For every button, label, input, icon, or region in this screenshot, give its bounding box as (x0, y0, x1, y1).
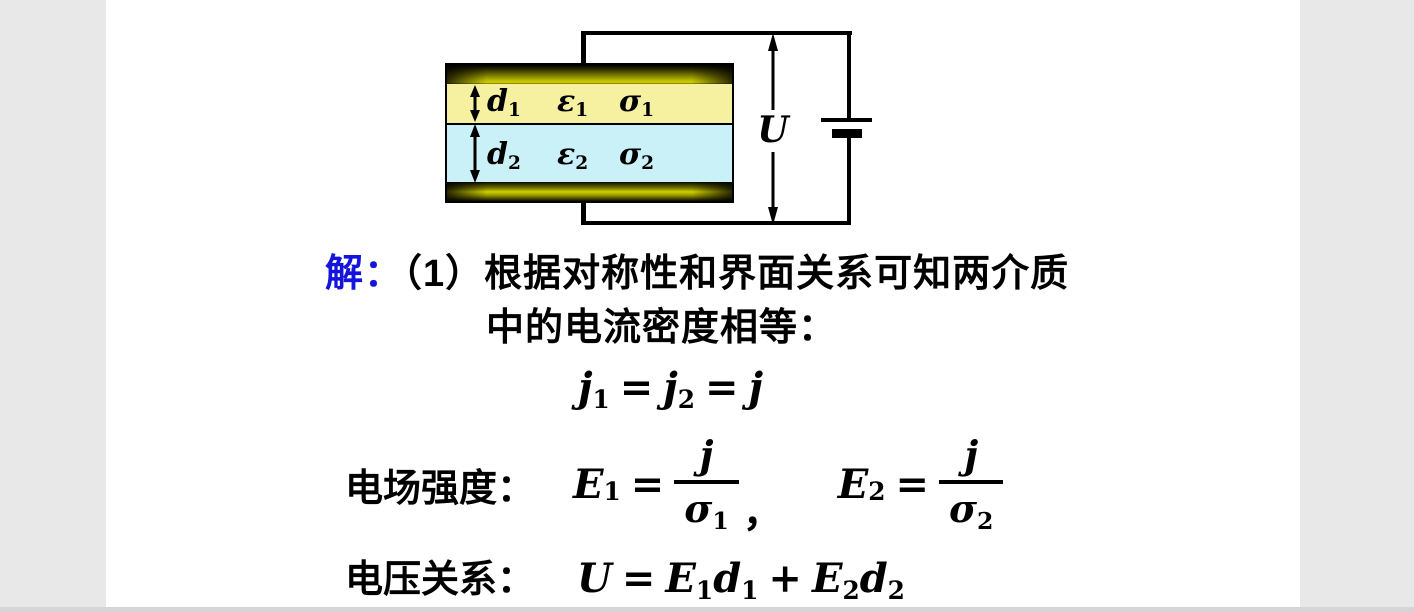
equals-sign: = (619, 364, 654, 411)
solution-text-2: 中的电流密度相等： (486, 307, 838, 349)
d2-thickness-arrow-icon (470, 124, 480, 183)
label-sigma2: σ2 (619, 137, 655, 175)
voltage-span-arrow-icon (768, 33, 778, 225)
sub-2: 2 (868, 476, 886, 506)
dielectric-layer-1 (447, 84, 732, 123)
plus-sign: + (768, 555, 802, 602)
numerator-j: j (699, 432, 714, 477)
var-j2: j (663, 364, 678, 411)
sub-2: 2 (887, 575, 905, 605)
var-sigma: σ (949, 486, 978, 531)
capacitor-bottom-plate (447, 182, 732, 201)
wire-bottom-stub (581, 203, 586, 221)
d1-thickness-arrow-icon (470, 85, 480, 122)
wire-top (581, 31, 852, 35)
sub-1: 1 (741, 575, 759, 605)
step-number: （1） (403, 253, 485, 295)
fraction-j-over-sigma2: j σ2 (939, 432, 1004, 537)
sub-2: 2 (677, 384, 696, 414)
capacitor-box (445, 63, 734, 203)
numerator-j: j (964, 432, 979, 477)
equation-voltage: U=E1d1+E2d2 (577, 555, 905, 605)
var-sigma: σ (684, 486, 713, 531)
sub-2: 2 (977, 506, 994, 535)
field-strength-label: 电场强度： (345, 468, 536, 510)
var-d2: d (859, 555, 888, 602)
comma-separator: ， (742, 488, 783, 536)
denominator-sigma2: σ2 (939, 486, 1003, 537)
fraction-j-over-sigma1: j σ1 (674, 432, 739, 537)
var-E2: E (811, 555, 843, 602)
equals-sign: = (895, 461, 929, 508)
label-epsilon1: ε1 (557, 84, 589, 122)
sub-1: 1 (695, 575, 714, 605)
equals-sign: = (630, 461, 665, 508)
solution-line-2: 中的电流密度相等： (486, 306, 837, 350)
fraction-bar (674, 480, 739, 484)
solution-line-1: 解：（1）根据对称性和界面关系可知两介质 (325, 252, 1069, 296)
var-E1: E (573, 461, 604, 508)
var-E1: E (665, 555, 696, 602)
fraction-bar (939, 480, 1004, 484)
wire-top-stub (581, 33, 586, 64)
voltage-relation-label: 电压关系： (345, 559, 536, 601)
wire-right-lower (847, 138, 851, 225)
var-E2: E (837, 461, 869, 508)
label-voltage-u: U (757, 109, 789, 151)
label-sigma1: σ1 (619, 84, 655, 122)
var-j1: j (578, 364, 593, 411)
wire-right-upper (847, 31, 851, 121)
sub-1: 1 (603, 476, 621, 506)
battery-short-plate (832, 129, 862, 138)
var-j: j (748, 364, 764, 411)
equals-sign: = (621, 555, 656, 602)
var-d1: d (713, 555, 742, 602)
sub-1: 1 (712, 506, 729, 535)
solution-text-1: 根据对称性和界面关系可知两介质 (484, 253, 1070, 295)
label-epsilon2: ε2 (557, 137, 589, 175)
battery-long-plate (821, 118, 872, 122)
sub-1: 1 (592, 384, 610, 414)
var-U: U (577, 555, 612, 602)
label-d1: d1 (487, 84, 521, 122)
equation-voltage-row: 电压关系： U=E1d1+E2d2 (345, 548, 905, 605)
label-d2: d2 (487, 137, 521, 175)
capacitor-top-plate (447, 65, 732, 84)
bottom-edge-strip (0, 607, 1414, 612)
equation-current-density: j1=j2=j (578, 364, 763, 417)
equals-sign: = (705, 364, 739, 411)
sub-2: 2 (842, 575, 860, 605)
layer-divider-line (447, 123, 732, 125)
dielectric-layer-2 (447, 125, 732, 182)
solution-prefix: 解： (325, 253, 404, 295)
denominator-sigma1: σ1 (674, 486, 738, 537)
wire-bottom (581, 221, 851, 225)
